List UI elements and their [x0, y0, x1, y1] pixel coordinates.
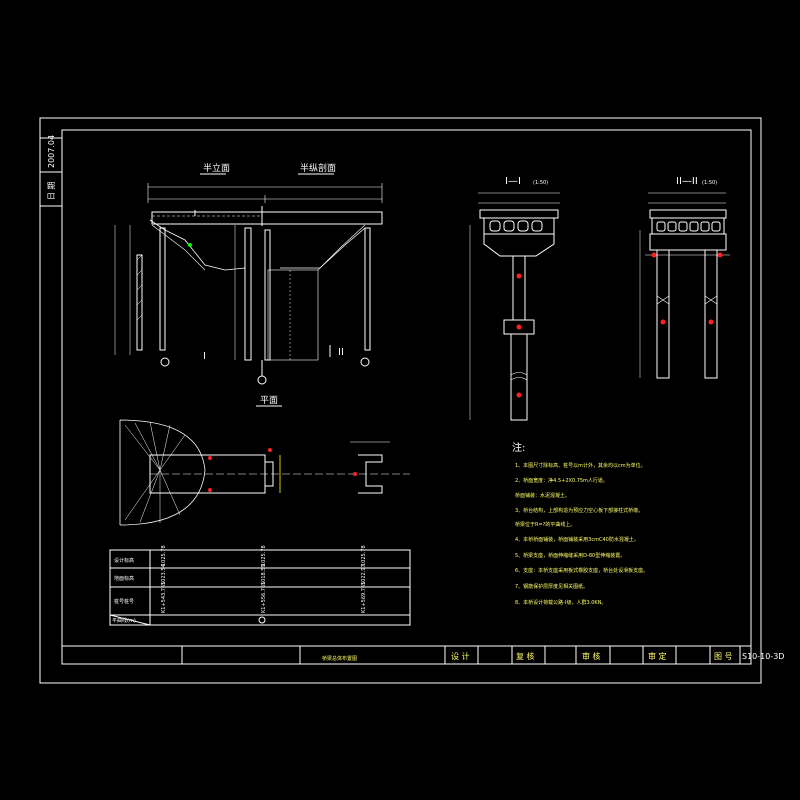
axis-marker [360, 357, 370, 367]
note-item: 6、支座：本桥支座采用板式橡胶支座，桥台处设滑板支座。 [515, 567, 648, 574]
axis-marker [160, 357, 170, 367]
section-mark-2: II [338, 347, 344, 358]
elevation-view: 半立面 半纵剖面 I [114, 162, 383, 385]
pier-column [512, 255, 526, 321]
sheet-label: 图 号 [714, 652, 733, 661]
pier-section [267, 269, 319, 361]
table-cell: 1025.78 [161, 545, 167, 566]
elevation-title-left: 半立面 [203, 162, 230, 174]
section-mark-1: I [203, 351, 206, 362]
pier-column [244, 227, 252, 361]
pile [364, 227, 371, 351]
outer-frame [39, 117, 762, 684]
note-item: 3、桥台结构，上部构造为预应力空心板下部接柱式桥墩。 [515, 507, 643, 514]
ground-line [280, 227, 366, 269]
section-1-title: I—I [505, 176, 521, 187]
drawing-name: 桥梁总体布置图 [322, 655, 357, 662]
table-cell: K1+543.765 [161, 582, 167, 613]
elevation-table: 设计标高 地面标高 桩号桩号 平曲线(m) 1025.78 1025.78 10… [109, 545, 411, 626]
table-cell: 1025.78 [261, 545, 267, 566]
pier-cap [483, 233, 555, 257]
axis-marker [257, 375, 267, 385]
pile [136, 254, 143, 351]
pier-column [264, 229, 271, 361]
elevation-title-right: 半纵剖面 [300, 162, 336, 174]
note-item: 5、桥梁支座，桥面伸缩缝采用D-80型伸缩装置。 [515, 552, 625, 559]
pile [159, 227, 166, 351]
approve-label: 审 定 [648, 651, 667, 661]
marker-dot [188, 243, 192, 247]
table-cell: 1022.97 [361, 564, 367, 585]
note-item: 桥面铺装：水泥混凝土。 [515, 492, 570, 499]
sheet-number: S10-10-3D [742, 652, 784, 661]
plan-title: 平面 [260, 395, 278, 406]
review-label: 审 核 [582, 651, 601, 661]
section-2-view: II—II (1:50) [639, 176, 730, 379]
table-cell: K1+569.765 [361, 582, 367, 613]
stamp-date-value: 2007.04 [47, 135, 56, 168]
section-1-scale: (1:50) [533, 180, 548, 186]
pier-column [704, 249, 718, 379]
plan-pier-cap [358, 454, 383, 494]
section-2-title: II—II [676, 176, 698, 187]
table-cell: 1018.59 [261, 564, 267, 585]
hollow-slab [651, 217, 725, 235]
section-2-scale: (1:50) [702, 180, 717, 186]
note-item: 8、本桥设计荷载公路-I级，人群3.0KN。 [515, 599, 606, 606]
table-row-label: 设计标高 [114, 557, 134, 564]
table-row-label: 地面标高 [114, 575, 134, 582]
design-label: 设 计 [451, 651, 470, 661]
inner-frame [61, 129, 752, 665]
note-item: 1、本图尺寸除标高、桩号以m计外，其余均以cm为单位。 [515, 462, 646, 469]
hollow-slab [483, 217, 555, 235]
table-row-label: 桩号桩号 [114, 598, 134, 605]
note-item: 4、本桥桥面铺装，桥面铺装采用3cmC40防水混凝土。 [515, 536, 639, 543]
table-corner-label: 平曲线(m) [112, 617, 136, 624]
section-1-view: I—I (1:50) [469, 176, 560, 421]
note-item: 2、桥面宽度：净4.5+2X0.75m人行道。 [515, 477, 608, 484]
note-item: 桥梁位于R=?的平曲线上。 [515, 521, 575, 528]
pier-cap [649, 233, 727, 251]
table-cell: K1+556.765 [261, 582, 267, 613]
bridge-deck [151, 211, 383, 225]
plan-view: 平面 [119, 395, 410, 526]
check-label: 复 核 [516, 651, 535, 661]
table-cell: 1023.54 [161, 564, 167, 585]
note-item: 7、钢筋保护层厚度见相关图纸。 [515, 583, 588, 590]
notes-heading: 注: [512, 441, 525, 454]
table-cell: 1025.78 [361, 545, 367, 566]
title-block: 桥梁总体布置图 设 计 复 核 审 核 审 定 图 号 S10-10-3D [62, 645, 784, 664]
stamp-date-label: 日 期 [47, 181, 56, 200]
side-stamp: 2007.04 日 期 [39, 135, 63, 207]
pile [510, 333, 528, 421]
pier-column [656, 249, 670, 379]
notes-block: 注: 1、本图尺寸除标高、桩号以m计外，其余均以cm为单位。 2、桥面宽度：净4… [512, 441, 648, 606]
